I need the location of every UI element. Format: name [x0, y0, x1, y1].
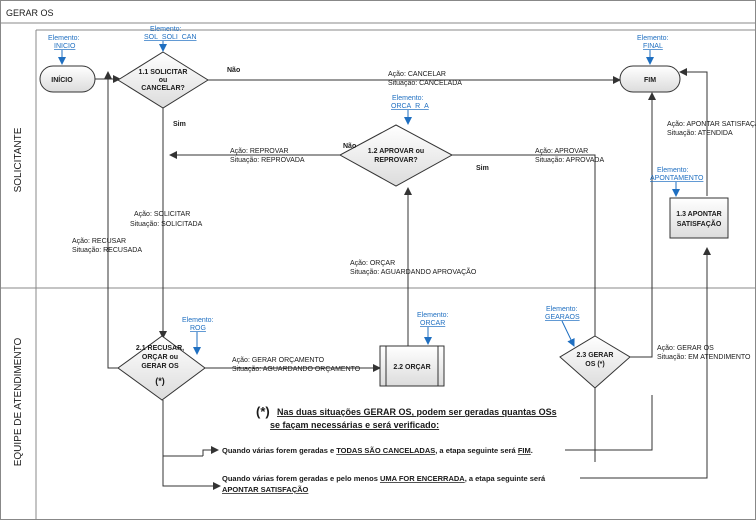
note-case1-pre: Quando várias forem geradas e: [222, 446, 336, 455]
task-2-2-label: 2.2 ORÇAR: [393, 364, 430, 371]
decision-2-1[interactable]: 2.1 RECUSAR, ORÇAR ou GERAR OS (*): [117, 335, 206, 401]
element-gearos-prefix: Elemento:: [546, 306, 578, 313]
element-inicio-prefix: Elemento:: [48, 35, 80, 42]
decision-2-3-line1: 2.3 GERAR: [577, 352, 614, 359]
task-1-3-line1: 1.3 APONTAR: [676, 211, 722, 218]
task-2-2[interactable]: 2.2 ORÇAR: [379, 345, 445, 387]
edge-gerar-os: [630, 92, 656, 358]
element-final: Elemento: FINAL: [637, 35, 669, 65]
edge-label-reprovar-acao: Ação: REPROVAR: [230, 148, 289, 155]
element-sol-name: SOL_SOLI_CAN: [144, 34, 197, 41]
note-case1: Quando várias forem geradas e TODAS SÃO …: [222, 446, 533, 455]
element-inicio-name: INICIO: [54, 43, 76, 50]
note-case1-emphasis: TODAS SÃO CANCELADAS: [336, 446, 435, 455]
decision-2-3-line2: OS (*): [585, 361, 604, 368]
note-case1-target: FIM: [518, 446, 531, 455]
edge-note2-to-apontar: [580, 247, 711, 479]
node-inicio[interactable]: INÍCIO: [39, 65, 96, 93]
edge-label-recusar-acao: Ação: RECUSAR: [72, 238, 126, 245]
node-inicio-label: INÍCIO: [51, 75, 73, 84]
note-star: (*): [256, 404, 270, 419]
element-inicio: Elemento: INICIO: [48, 35, 80, 65]
decision-1-2[interactable]: 1.2 APROVAR ou REPROVAR?: [338, 124, 454, 187]
edge-label-apontar-situacao: Situação: ATENDIDA: [667, 130, 733, 137]
edge-note1: [202, 446, 219, 456]
edge-label-apontar-acao: Ação: APONTAR SATISFAÇÃO: [667, 119, 756, 128]
element-apontamento: Elemento: APONTAMENTO: [650, 167, 704, 197]
edge-aprovar: [452, 154, 599, 346]
note-heading-line2: se façam necessárias e será verificado:: [270, 420, 439, 430]
element-gearos-name: GEARAOS: [545, 314, 580, 321]
note-block: (*) Nas duas situações GERAR OS, podem s…: [222, 404, 557, 494]
element-orca-prefix: Elemento:: [392, 95, 424, 102]
element-orcar: Elemento: ORCAR: [417, 312, 449, 345]
edge-label-gerar-os-acao: Ação: GERAR OS: [657, 345, 714, 352]
decision-2-1-line1: 2.1 RECUSAR,: [136, 345, 184, 352]
label-sim-2: Sim: [476, 165, 489, 172]
element-apontamento-prefix: Elemento:: [657, 167, 689, 174]
label-nao-2: Não: [343, 143, 356, 150]
element-rog-prefix: Elemento:: [182, 317, 214, 324]
edge-label-aprovar-situacao: Situação: APROVADA: [535, 157, 604, 164]
decision-1-1-line2: ou: [159, 77, 168, 84]
edge-label-cancelar-acao: Ação: CANCELAR: [388, 71, 446, 78]
edge-label-orcar-situacao: Situação: AGUARDANDO APROVAÇÃO: [350, 267, 477, 276]
lane-equipe-atendimento: EQUIPE DE ATENDIMENTO: [13, 338, 24, 467]
element-rog: Elemento: ROG: [182, 317, 214, 355]
edge-label-solicitar-situacao: Situação: SOLICITADA: [130, 221, 203, 228]
edge-label-solicitar-acao: Ação: SOLICITAR: [134, 211, 190, 218]
note-case1-dot: .: [531, 446, 533, 455]
edge-note2: [162, 456, 221, 490]
element-final-prefix: Elemento:: [637, 35, 669, 42]
decision-1-2-line2: REPROVAR?: [374, 157, 417, 164]
edge-label-gerar-os-situacao: Situação: EM ATENDIMENTO: [657, 354, 751, 361]
element-sol-prefix: Elemento:: [150, 26, 182, 33]
edge-label-recusar-situacao: Situação: RECUSADA: [72, 247, 142, 254]
decision-2-1-line2: ORÇAR ou: [142, 354, 178, 361]
element-orcar-name: ORCAR: [420, 320, 445, 327]
edge-recusar: [104, 71, 118, 369]
node-fim-label: FIM: [644, 77, 656, 84]
task-1-3[interactable]: 1.3 APONTAR SATISFAÇÃO: [669, 197, 729, 239]
edge-label-orcar-acao: Ação: ORÇAR: [350, 260, 395, 267]
label-sim-1: Sim: [173, 121, 186, 128]
lane-solicitante: SOLICITANTE: [13, 127, 24, 192]
note-case2-target: APONTAR SATISFAÇÃO: [222, 485, 309, 494]
note-heading-line1: Nas duas situações GERAR OS, podem ser g…: [277, 407, 557, 417]
note-case2: Quando várias forem geradas e pelo menos…: [222, 474, 546, 483]
decision-1-2-line1: 1.2 APROVAR ou: [368, 148, 424, 155]
element-final-name: FINAL: [643, 43, 663, 50]
element-apontamento-name: APONTAMENTO: [650, 175, 704, 182]
element-orca-r-a: Elemento: ORCA_R_A: [391, 95, 429, 125]
decision-2-1-line3: GERAR OS: [141, 363, 179, 370]
decision-1-1-line1: 1.1 SOLICITAR: [139, 69, 188, 76]
edge-label-reprovar-situacao: Situação: REPROVADA: [230, 157, 305, 164]
element-orcar-prefix: Elemento:: [417, 312, 449, 319]
edge-label-aprovar-acao: Ação: APROVAR: [535, 148, 588, 155]
decision-2-1-star: (*): [155, 376, 165, 386]
edge-apontar: [679, 68, 708, 196]
element-gearos: Elemento: GEARAOS: [545, 306, 580, 347]
edge-label-gerarorc-situacao: Situação: AGUARDANDO ORÇAMENTO: [232, 366, 361, 373]
note-case1-mid: , a etapa seguinte será: [435, 446, 518, 455]
note-case2-mid: , a etapa seguinte será: [465, 474, 546, 483]
edge-label-cancelar-situacao: Situação: CANCELADA: [388, 80, 462, 87]
edge-note1-to-fim: [565, 395, 653, 451]
decision-1-1[interactable]: 1.1 SOLICITAR ou CANCELAR?: [117, 51, 209, 109]
element-rog-name: ROG: [190, 325, 206, 332]
decision-1-1-line3: CANCELAR?: [141, 85, 185, 92]
element-orca-name: ORCA_R_A: [391, 103, 429, 110]
label-nao-1: Não: [227, 67, 240, 74]
node-fim[interactable]: FIM: [619, 65, 681, 93]
edge-label-gerarorc-acao: Ação: GERAR ORÇAMENTO: [232, 357, 325, 364]
note-case2-emphasis: UMA FOR ENCERRADA: [380, 474, 465, 483]
element-sol: Elemento: SOL_SOLI_CAN: [144, 26, 197, 52]
diagram-title: GERAR OS: [6, 8, 54, 18]
task-1-3-line2: SATISFAÇÃO: [677, 219, 722, 228]
note-case2-pre: Quando várias forem geradas e pelo menos: [222, 474, 380, 483]
decision-2-3[interactable]: 2.3 GERAR OS (*): [559, 335, 631, 389]
